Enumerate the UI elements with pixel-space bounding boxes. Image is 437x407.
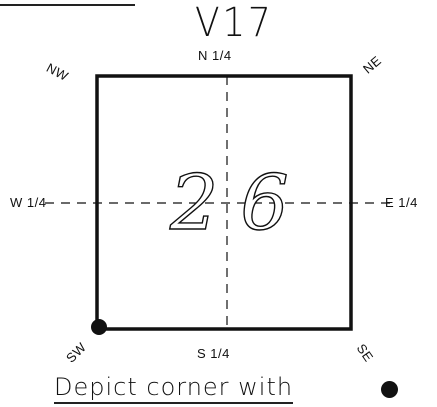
east-quarter-label: E 1/4	[385, 195, 418, 210]
legend-text: Depict corner with	[54, 373, 294, 404]
top-rule	[0, 0, 135, 6]
west-quarter-label: W 1/4	[10, 195, 47, 210]
south-quarter-label: S 1/4	[197, 346, 230, 361]
legend-dot-icon	[381, 381, 398, 398]
north-quarter-label: N 1/4	[198, 48, 232, 63]
section-number: 26	[169, 158, 311, 247]
page-title: V17	[195, 0, 274, 46]
sw-corner-marker	[91, 319, 107, 335]
